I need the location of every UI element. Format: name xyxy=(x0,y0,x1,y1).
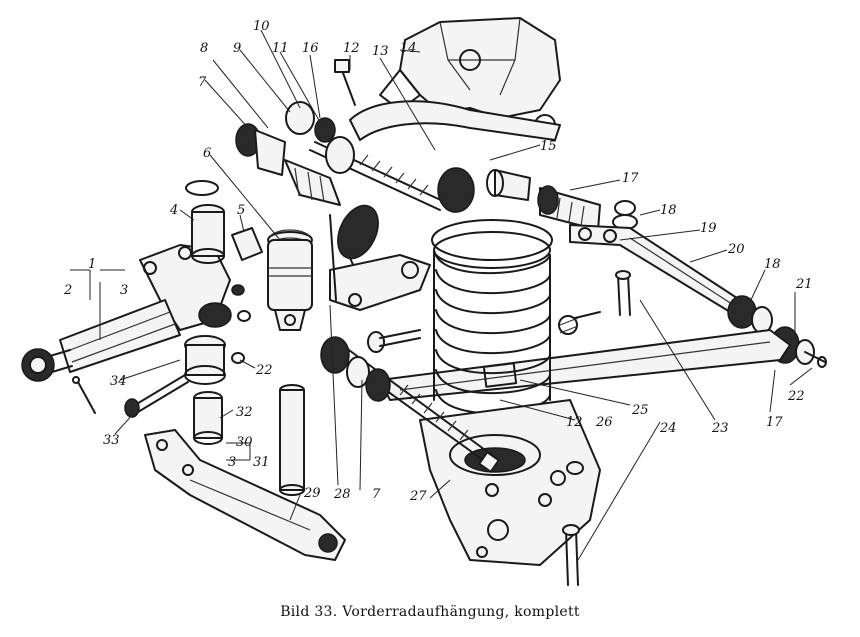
callout-7: 7 xyxy=(198,75,207,90)
callout-19: 19 xyxy=(700,221,717,236)
callout-33: 33 xyxy=(103,433,120,448)
callout-13: 13 xyxy=(372,44,389,59)
callout-6: 6 xyxy=(203,146,211,161)
lower-long-bolt xyxy=(320,336,500,473)
callout-20: 20 xyxy=(727,242,745,257)
callout-3b: 3 xyxy=(228,455,236,470)
callout-15: 15 xyxy=(540,139,557,154)
callout-25: 25 xyxy=(631,403,649,418)
callout-30: 30 xyxy=(236,435,253,450)
callout-23: 23 xyxy=(711,421,729,436)
callout-4: 4 xyxy=(169,203,178,218)
callout-31: 31 xyxy=(253,455,270,470)
lower-control-arm xyxy=(379,315,791,401)
knuckle-sleeve xyxy=(184,302,232,385)
leader-lines xyxy=(70,29,813,561)
callout-17: 17 xyxy=(622,171,639,186)
upper-bushing-set xyxy=(235,101,341,206)
callout-24: 24 xyxy=(659,421,677,436)
small-bolts xyxy=(72,284,601,418)
callout-34: 34 xyxy=(110,374,127,389)
callout-1: 1 xyxy=(88,257,96,272)
callout-9: 9 xyxy=(233,41,241,56)
callout-21: 21 xyxy=(795,277,813,292)
pivot-pin xyxy=(231,227,263,261)
upper-tension-rod xyxy=(569,224,741,316)
rubber-bump-stop xyxy=(337,167,475,281)
callout-8: 8 xyxy=(200,41,208,56)
upper-link-arm xyxy=(329,214,431,311)
callout-12: 12 xyxy=(343,41,360,56)
shock-absorber xyxy=(267,229,313,331)
long-bolts-right xyxy=(562,270,631,586)
callout-32: 32 xyxy=(236,405,253,420)
callout-26: 26 xyxy=(595,415,613,430)
callout-7b: 7 xyxy=(372,487,381,502)
callout-16: 16 xyxy=(302,41,319,56)
short-bolt xyxy=(367,329,421,353)
callout-18: 18 xyxy=(660,203,677,218)
callout-29: 29 xyxy=(303,486,321,501)
callout-27: 27 xyxy=(409,489,427,504)
callout-2: 2 xyxy=(63,283,72,298)
callout-5: 5 xyxy=(237,203,245,218)
figure-caption: Bild 33. Vorderradaufhängung, komplett xyxy=(280,604,580,620)
callout-18b: 18 xyxy=(764,257,781,272)
callout-28: 28 xyxy=(333,487,351,502)
steering-arm xyxy=(144,429,346,561)
callout-labels: 1 2 3 4 5 6 7 8 9 10 11 16 12 13 14 15 1… xyxy=(63,19,813,504)
upper-right-bushings xyxy=(486,169,638,231)
callout-11: 11 xyxy=(272,41,289,56)
callout-12b: 12 xyxy=(566,415,583,430)
king-pin-assembly xyxy=(185,180,305,496)
callout-14: 14 xyxy=(400,41,417,56)
callout-3: 3 xyxy=(120,283,128,298)
callout-17b: 17 xyxy=(766,415,783,430)
callout-22b: 22 xyxy=(255,363,273,378)
callout-10: 10 xyxy=(253,19,270,34)
upper-bracket-housing xyxy=(349,17,561,141)
callout-22: 22 xyxy=(787,389,805,404)
